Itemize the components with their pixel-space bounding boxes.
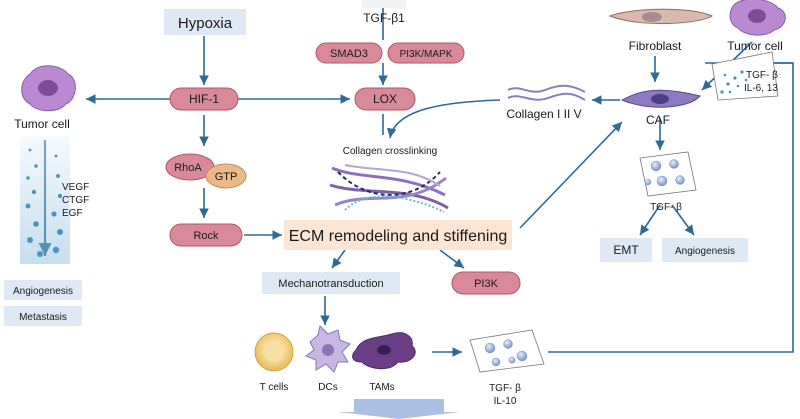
metastasis-label: Metastasis — [19, 312, 67, 323]
secretion-column-left — [20, 136, 70, 264]
tgfb-caf-label: TGF- β — [650, 202, 682, 213]
dc-icon — [304, 325, 351, 373]
ecm-label: ECM remodeling and stiffening — [289, 228, 508, 245]
tumor-cell-left-label: Tumor cell — [14, 117, 70, 131]
secretion-vesicle-right — [711, 51, 779, 101]
egf-label: EGF — [62, 208, 83, 219]
tumor-cell-right-icon — [729, 0, 786, 36]
arrow-tgfb-emt — [639, 204, 661, 236]
collagen-fiber-icon — [507, 84, 586, 101]
tgfb-vesicle-caf — [639, 151, 697, 197]
caf-label: CAF — [646, 113, 670, 127]
tgfb-il10-vesicle — [469, 329, 545, 373]
pi3k-mapk-label: PI3K/MAPK — [400, 49, 453, 60]
lox-label: LOX — [373, 92, 397, 106]
rock-pill — [169, 223, 243, 247]
fibroblast-nucleus — [642, 12, 662, 22]
il10-label: IL-10 — [494, 396, 517, 407]
tam-icon — [352, 332, 416, 370]
hypoxia-box — [164, 9, 246, 35]
angiogenesis-left-label: Angiogenesis — [13, 286, 73, 297]
tgfb-vesicle-dots — [644, 159, 685, 187]
hif1-pill — [169, 87, 239, 111]
collagen-crosslinking-label: Collagen crosslinking — [343, 146, 438, 157]
secretion-dots-right — [720, 70, 748, 94]
angiogenesis-right-label: Angiogenesis — [675, 246, 735, 257]
tcell-nucleus — [264, 342, 284, 362]
rock-label: Rock — [193, 230, 219, 242]
tumor-cell-left-icon — [21, 65, 76, 112]
smad3-pill — [315, 42, 383, 64]
lox-pill — [354, 87, 416, 111]
secretion-dots-left — [25, 148, 63, 257]
tgfb1-icon — [362, 0, 406, 8]
mechanotransduction-box — [262, 272, 400, 294]
bottom-down-arrow — [338, 399, 460, 419]
emt-box — [600, 238, 652, 262]
ecm-box — [284, 220, 512, 250]
tgfb1-label: TGF-β1 — [363, 11, 405, 25]
mechanotransduction-label: Mechanotransduction — [278, 278, 383, 290]
emt-label: EMT — [613, 243, 639, 257]
caf-nucleus — [651, 94, 669, 104]
pi3k-label: PI3K — [474, 278, 499, 290]
tgfb-immune-label: TGF- β — [489, 383, 521, 394]
tgfb-il-line1: TGF- β — [746, 70, 778, 81]
rhoa-label: RhoA — [174, 162, 202, 174]
smad3-label: SMAD3 — [330, 48, 368, 60]
gtp-label: GTP — [215, 171, 238, 183]
hypoxia-label: Hypoxia — [178, 15, 233, 32]
pi3k-mapk-pill — [387, 42, 465, 64]
angiogenesis-right-box — [662, 238, 748, 262]
collagen-label: Collagen I II V — [506, 107, 581, 121]
gtp-pill — [205, 163, 247, 189]
dcs-label: DCs — [318, 382, 337, 393]
arrow-ecm-pi3k — [439, 249, 465, 269]
tgfb-il-line2: IL-6, 13 — [744, 83, 778, 94]
arrow-ecm-caf — [519, 121, 623, 229]
collagen-mesh-illustration — [329, 164, 449, 213]
arrow-collagen-crosslink — [386, 99, 501, 139]
hif1-label: HIF-1 — [189, 92, 219, 106]
fibroblast-label: Fibroblast — [629, 39, 682, 53]
arrow-ecm-mechano — [331, 249, 346, 269]
angiogenesis-left-box — [4, 280, 82, 300]
ctgf-label: CTGF — [62, 195, 89, 206]
pi3k-pill — [451, 271, 521, 295]
vegf-label: VEGF — [62, 182, 89, 193]
metastasis-box — [4, 306, 82, 326]
tams-label: TAMs — [369, 382, 394, 393]
tcells-label: T cells — [260, 382, 289, 393]
tgfb-il10-dots — [484, 339, 528, 367]
arrow-tgfb-angio — [671, 204, 695, 236]
tumor-cell-right-label: Tumor cell — [727, 39, 783, 53]
